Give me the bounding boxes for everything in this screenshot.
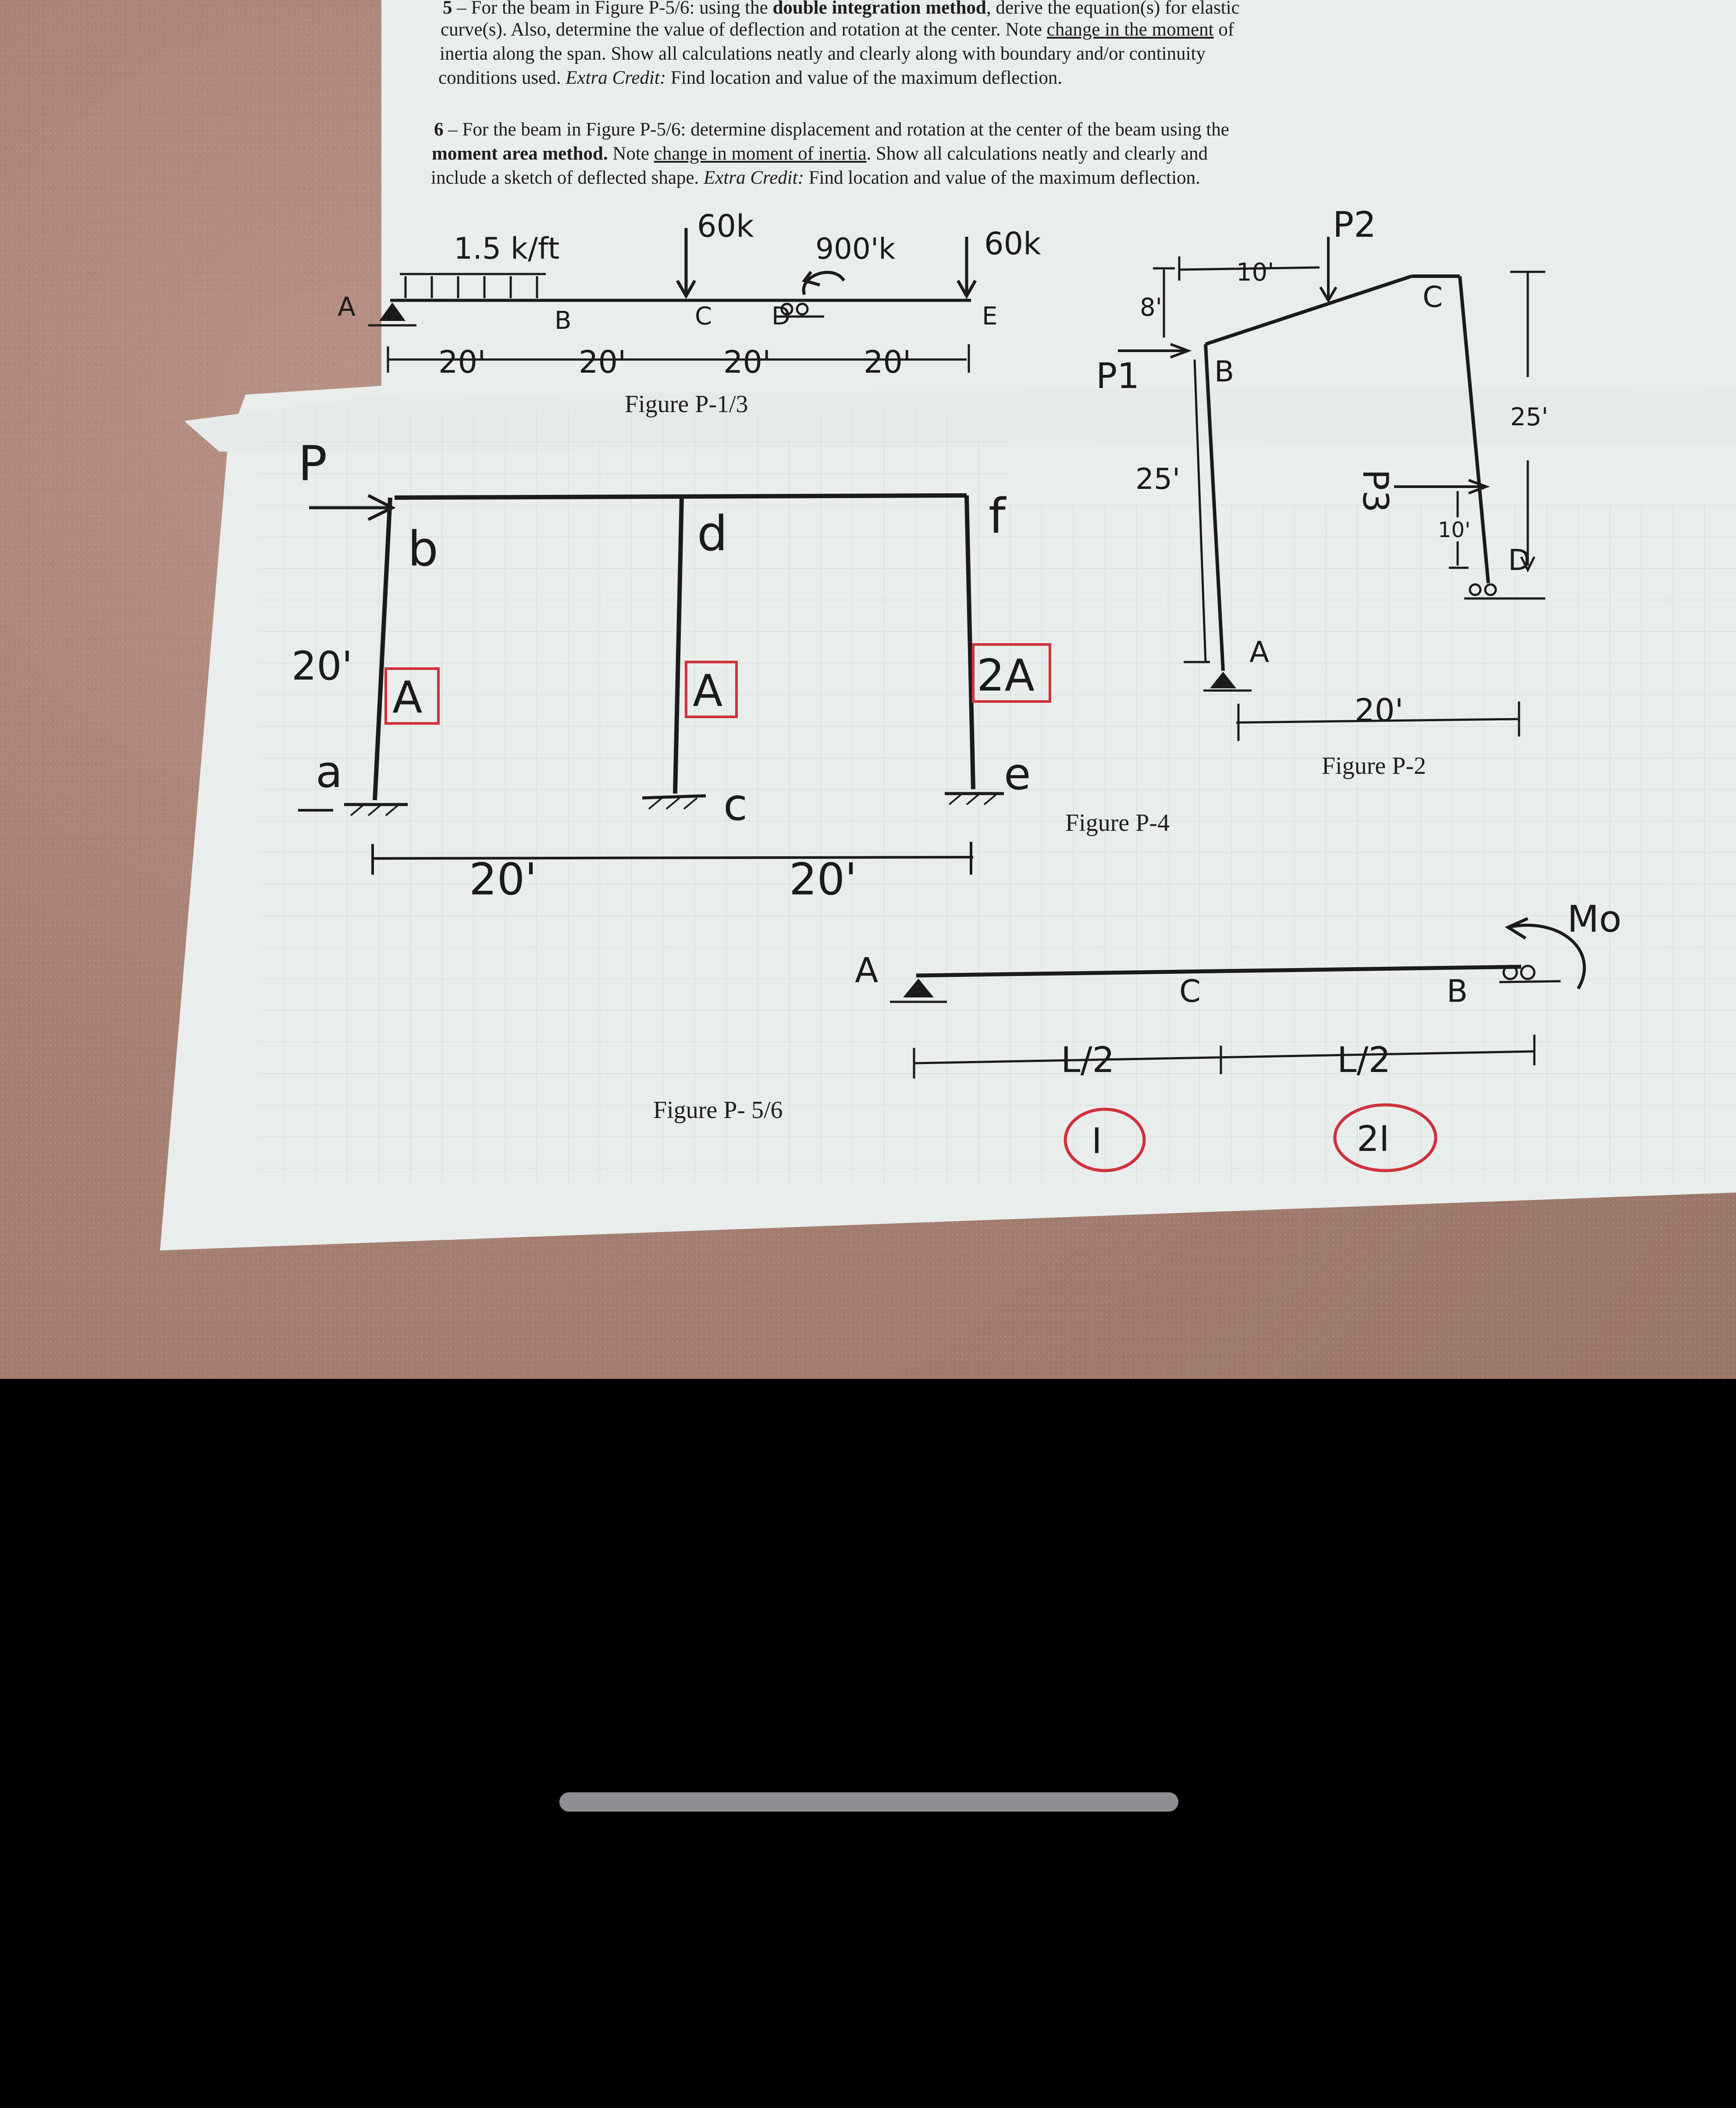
node-label: A bbox=[855, 951, 878, 990]
text: include a sketch of deflected shape. bbox=[431, 167, 704, 188]
dim-label: 10' bbox=[1438, 518, 1470, 542]
bold-text: double integration method bbox=[772, 0, 986, 18]
figure-p2 bbox=[1118, 237, 1545, 741]
figure-p56-caption: Figure P- 5/6 bbox=[653, 1097, 783, 1124]
problem5-line3: inertia along the span. Show all calcula… bbox=[440, 43, 1206, 64]
photo-background: 1.5 k/ft 60k 900'k 60k A B C D E 20' 20'… bbox=[0, 0, 1736, 1379]
load-label: P3 bbox=[1355, 469, 1396, 513]
node-label: D bbox=[1508, 543, 1530, 577]
dim-label: 8' bbox=[1140, 293, 1162, 322]
underlined-text: change in moment of inertia bbox=[654, 143, 867, 164]
area-marks bbox=[384, 643, 1051, 725]
node-label: B bbox=[1447, 973, 1468, 1009]
node-label: c bbox=[723, 779, 747, 830]
span-label: 20' bbox=[723, 344, 771, 380]
italic-text: Extra Credit: bbox=[704, 167, 804, 188]
italic-text: Extra Credit: bbox=[566, 68, 666, 88]
dim-label: 20' bbox=[1355, 692, 1403, 729]
node-label: A bbox=[338, 292, 356, 322]
pin-support-icon bbox=[379, 303, 406, 321]
pin-support-icon bbox=[903, 979, 934, 997]
node-label: E bbox=[982, 302, 997, 331]
problem-number: 5 bbox=[443, 0, 452, 18]
span-label: L/2 bbox=[1337, 1040, 1391, 1080]
home-indicator[interactable] bbox=[559, 1792, 1178, 1812]
node-label: C bbox=[1423, 280, 1443, 314]
area-label: A bbox=[392, 672, 422, 723]
bold-text: moment area method. bbox=[432, 143, 608, 164]
node-label: C bbox=[695, 302, 712, 331]
node-label: A bbox=[1249, 635, 1269, 669]
frame-height-label: 20' bbox=[292, 643, 352, 689]
paper-sheet: 1.5 k/ft 60k 900'k 60k A B C D E 20' 20'… bbox=[160, 0, 1736, 1250]
figure-p4-caption: Figure P-4 bbox=[1065, 809, 1170, 837]
inertia-marks bbox=[1064, 1103, 1437, 1172]
node-label: D bbox=[772, 302, 790, 331]
node-label: f bbox=[989, 488, 1007, 544]
node-label: a bbox=[316, 746, 342, 798]
problem6-line3: include a sketch of deflected shape. Ext… bbox=[431, 166, 1200, 190]
span-label: 20' bbox=[789, 854, 857, 905]
frame-figure bbox=[298, 493, 1004, 875]
node-label: B bbox=[1214, 355, 1234, 388]
udl-label: 1.5 k/ft bbox=[454, 231, 559, 266]
node-label: C bbox=[1179, 973, 1201, 1009]
problem6-line2: moment area method. Note change in momen… bbox=[432, 142, 1208, 166]
text: – For the beam in Figure P-5/6: determin… bbox=[443, 119, 1229, 140]
underlined-text: change in the moment bbox=[1046, 19, 1214, 40]
text: Note bbox=[608, 143, 654, 164]
text: , derive the equation(s) for elastic bbox=[986, 0, 1240, 18]
span-label: 20' bbox=[469, 854, 537, 905]
load-label: P1 bbox=[1096, 356, 1139, 396]
load-label-c: 60k bbox=[697, 208, 754, 244]
text: Find location and value of the maximum d… bbox=[666, 68, 1063, 88]
text: – For the beam in Figure P-5/6: using th… bbox=[452, 0, 773, 18]
figure-p13 bbox=[368, 228, 977, 373]
text: curve(s). Also, determine the value of d… bbox=[441, 19, 1047, 40]
area-label: A bbox=[693, 665, 722, 716]
node-label: e bbox=[1004, 748, 1031, 800]
load-label-e: 60k bbox=[984, 226, 1041, 262]
inertia-label: 2I bbox=[1357, 1118, 1390, 1159]
problem5-line2: curve(s). Also, determine the value of d… bbox=[441, 18, 1234, 42]
dim-label: 10' bbox=[1236, 258, 1274, 287]
problem5-line4: conditions used. Extra Credit: Find loca… bbox=[438, 66, 1062, 90]
span-label: 20' bbox=[864, 344, 911, 380]
span-label: 20' bbox=[438, 344, 486, 380]
area-label: 2A bbox=[977, 650, 1035, 701]
moment-label: Mo bbox=[1567, 897, 1622, 940]
span-label: 20' bbox=[579, 344, 626, 380]
problem-number: 6 bbox=[434, 119, 444, 140]
problem6-line1: 6 – For the beam in Figure P-5/6: determ… bbox=[434, 118, 1229, 142]
text: conditions used. bbox=[438, 68, 566, 88]
frame-load-label: P bbox=[298, 435, 327, 491]
figure-p2-caption: Figure P-2 bbox=[1322, 752, 1426, 780]
text: Find location and value of the maximum d… bbox=[804, 167, 1200, 188]
span-label: L/2 bbox=[1061, 1040, 1114, 1080]
node-label: b bbox=[408, 521, 438, 577]
moment-label: 900'k bbox=[815, 232, 896, 266]
dim-label: 25' bbox=[1135, 462, 1180, 496]
figure-p56-beam bbox=[890, 917, 1586, 1079]
inertia-label: I bbox=[1092, 1121, 1102, 1161]
text: . Show all calculations neatly and clear… bbox=[866, 143, 1208, 164]
node-label: B bbox=[555, 306, 571, 335]
problem5-line1: 5 – For the beam in Figure P-5/6: using … bbox=[443, 0, 1240, 20]
text: of bbox=[1213, 19, 1234, 40]
load-label: P2 bbox=[1333, 204, 1376, 245]
pin-support-icon bbox=[1210, 672, 1236, 688]
node-label: d bbox=[697, 506, 728, 562]
dim-label: 25' bbox=[1510, 403, 1548, 431]
figure-p13-caption: Figure P-1/3 bbox=[625, 391, 748, 418]
